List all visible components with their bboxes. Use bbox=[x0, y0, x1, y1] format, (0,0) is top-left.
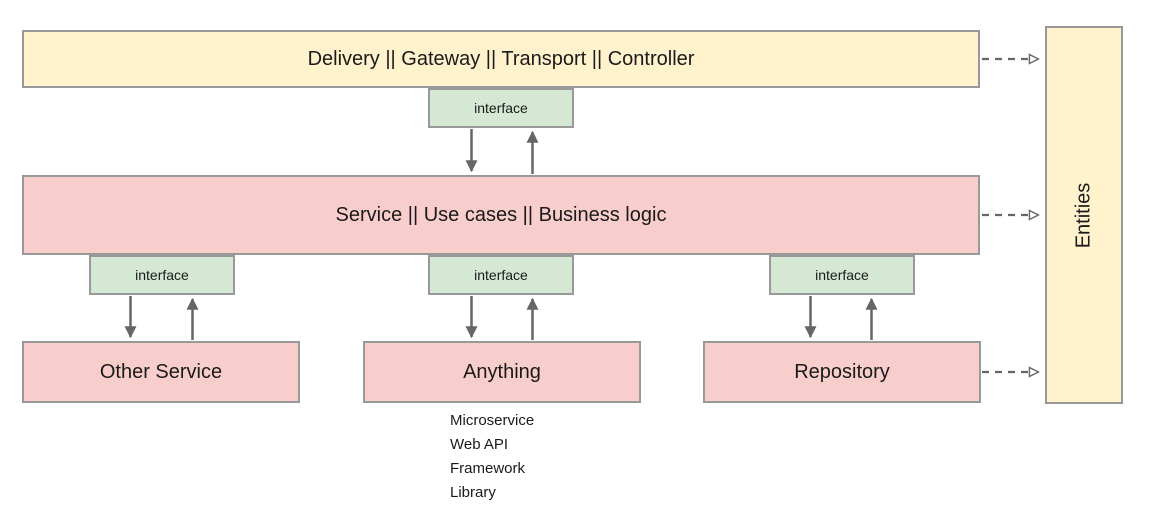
anything-examples-list: Microservice Web API Framework Library bbox=[450, 409, 534, 505]
interface-label: interface bbox=[135, 267, 189, 283]
interface-box-right: interface bbox=[769, 255, 915, 295]
anything-box: Anything bbox=[363, 341, 641, 403]
other-service-box: Other Service bbox=[22, 341, 300, 403]
anything-example-item: Microservice bbox=[450, 412, 535, 429]
interface-label: interface bbox=[474, 267, 528, 283]
interface-label: interface bbox=[474, 100, 528, 116]
other-service-label: Other Service bbox=[99, 360, 223, 383]
interface-label: interface bbox=[815, 267, 869, 283]
delivery-layer-label: Delivery || Gateway || Transport || Cont… bbox=[307, 47, 695, 70]
anything-example-item: Web API bbox=[450, 436, 509, 453]
entities-layer-box: Entities bbox=[1045, 26, 1123, 404]
interface-box-top: interface bbox=[428, 88, 574, 128]
repository-box: Repository bbox=[703, 341, 981, 403]
service-layer-label: Service || Use cases || Business logic bbox=[335, 203, 667, 226]
anything-label: Anything bbox=[463, 360, 541, 383]
entities-layer-label: Entities bbox=[1072, 182, 1095, 248]
anything-example-item: Framework bbox=[450, 460, 526, 477]
interface-box-left: interface bbox=[89, 255, 235, 295]
repository-label: Repository bbox=[794, 360, 890, 383]
interface-box-middle: interface bbox=[428, 255, 574, 295]
anything-example-item: Library bbox=[450, 484, 496, 501]
service-layer-box: Service || Use cases || Business logic bbox=[22, 175, 980, 255]
delivery-layer-box: Delivery || Gateway || Transport || Cont… bbox=[22, 30, 980, 88]
